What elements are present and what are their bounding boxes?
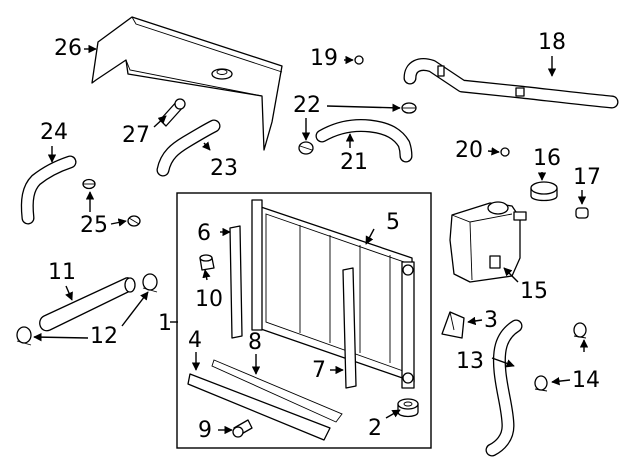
part-21-hose <box>315 119 413 163</box>
part-9-push-pin <box>232 419 253 438</box>
callout-27: 27 <box>122 123 150 148</box>
part-10-bushing <box>199 254 215 271</box>
callout-9: 9 <box>198 418 212 443</box>
callout-25: 25 <box>80 213 108 238</box>
callout-11: 11 <box>48 260 76 285</box>
part-19-clip <box>354 55 364 65</box>
part-7-side-baffle <box>342 267 357 389</box>
callout-4: 4 <box>188 328 202 353</box>
callout-23: 23 <box>210 156 238 181</box>
callout-13: 13 <box>456 349 484 374</box>
part-15-reservoir <box>449 201 527 283</box>
part-6-side-baffle <box>229 225 243 339</box>
part-22-clamps <box>298 102 417 155</box>
callout-7: 7 <box>312 358 326 383</box>
callout-8: 8 <box>248 330 262 355</box>
part-12-clamps <box>16 273 158 346</box>
callout-22: 22 <box>293 93 321 118</box>
part-5-radiator <box>251 199 415 389</box>
part-13-lower-hose <box>485 319 523 457</box>
callout-18: 18 <box>538 30 566 55</box>
part-14-clamps <box>534 322 587 392</box>
callout-2: 2 <box>368 416 382 441</box>
part-26-upper-deflector <box>91 16 283 151</box>
part-3-bracket <box>441 311 465 339</box>
leader-lines <box>33 44 589 435</box>
part-18-pipe <box>403 58 619 109</box>
callout-14: 14 <box>572 368 600 393</box>
part-16-cap <box>530 181 558 202</box>
callout-10: 10 <box>195 287 223 312</box>
callout-15: 15 <box>520 279 548 304</box>
callout-24: 24 <box>40 120 68 145</box>
callout-16: 16 <box>533 146 561 171</box>
part-11-hose <box>39 277 136 332</box>
callout-21: 21 <box>340 150 368 175</box>
callout-19: 19 <box>310 46 338 71</box>
callout-5: 5 <box>386 210 400 235</box>
part-17-plug <box>575 207 589 219</box>
part-20-clip <box>500 147 510 157</box>
part-2-insulator <box>397 398 419 418</box>
callout-26: 26 <box>54 36 82 61</box>
callout-1: 1 <box>158 311 172 336</box>
part-23-hose <box>156 119 221 177</box>
radiator-assembly-box <box>176 192 432 449</box>
part-4-8-lower-deflector <box>187 359 343 441</box>
callout-20: 20 <box>455 138 483 163</box>
part-27-push-pin <box>159 98 186 127</box>
callout-3: 3 <box>484 308 498 333</box>
callout-12: 12 <box>90 324 118 349</box>
part-24-hose <box>20 155 77 225</box>
callout-17: 17 <box>573 165 601 190</box>
callout-6: 6 <box>197 221 211 246</box>
part-25-clamps <box>82 178 141 227</box>
